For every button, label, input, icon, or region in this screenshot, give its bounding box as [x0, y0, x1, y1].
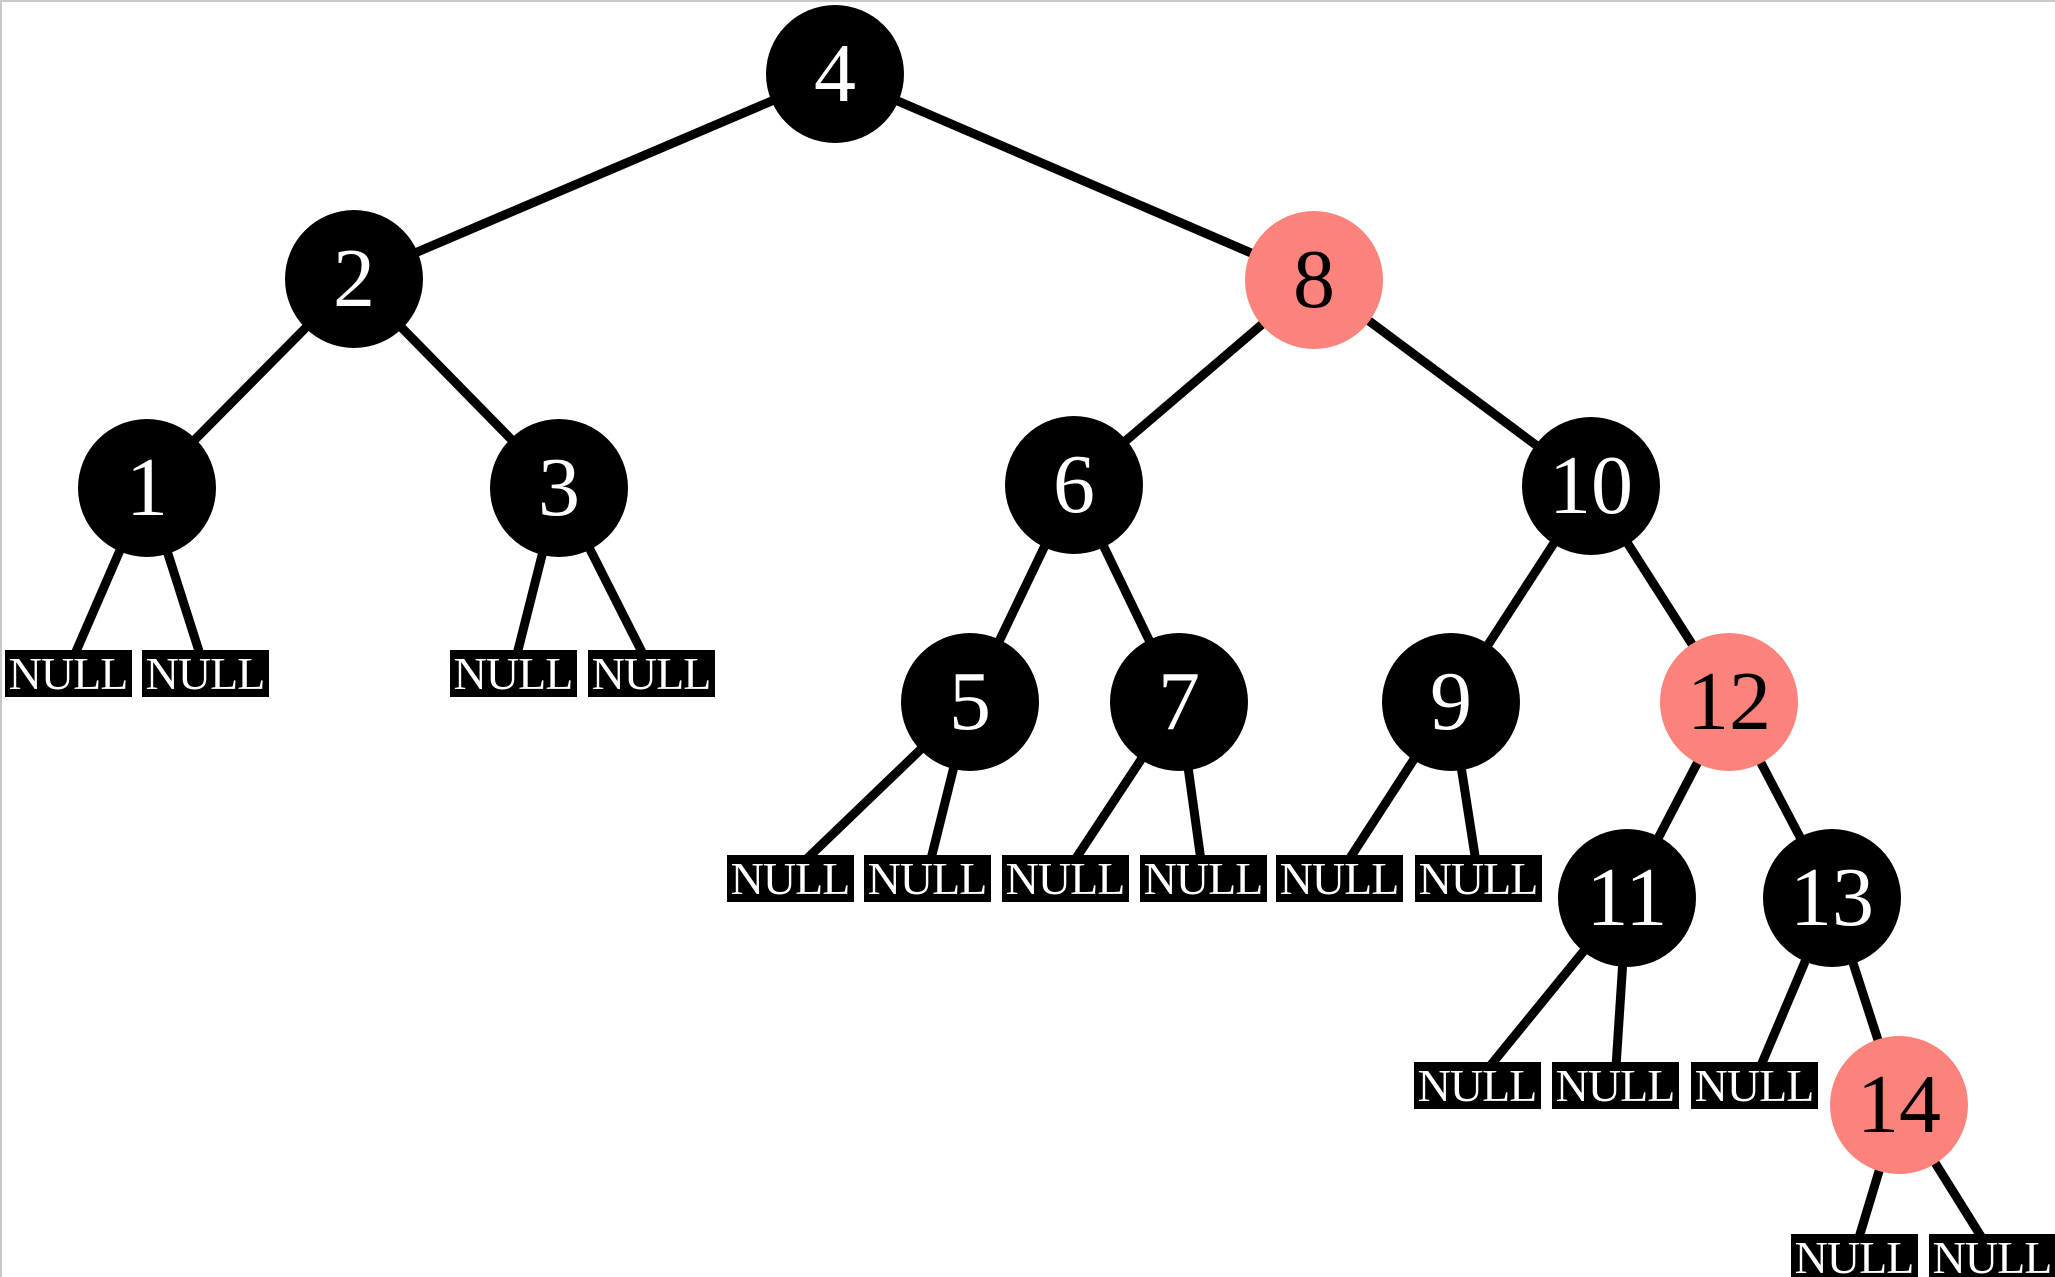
null-leaf-1-1: NULL [141, 650, 269, 697]
tree-node-2: 2 [285, 210, 423, 348]
tree-node-label-4: 4 [814, 27, 856, 120]
null-leaf-5-5: NULL [863, 855, 991, 902]
edge-4-8 [833, 69, 1316, 285]
null-leaf-9-9: NULL [1414, 855, 1542, 902]
tree-node-12: 12 [1660, 633, 1798, 771]
tree-node-1: 1 [78, 419, 216, 557]
tree-node-label-13: 13 [1790, 851, 1874, 944]
tree-node-10: 10 [1522, 417, 1660, 555]
tree-node-3: 3 [490, 419, 628, 557]
tree-node-11: 11 [1558, 829, 1696, 967]
null-leaf-11-11: NULL [1551, 1062, 1679, 1109]
tree-node-label-11: 11 [1586, 851, 1668, 944]
tree-node-label-3: 3 [538, 441, 580, 534]
null-leaf-1-0: NULL [4, 650, 132, 697]
tree-node-7: 7 [1110, 633, 1248, 771]
tree-node-14: 14 [1830, 1036, 1968, 1174]
null-leaf-7-6: NULL [1001, 855, 1129, 902]
null-leaf-14-14: NULL [1928, 1234, 2055, 1277]
tree-node-label-9: 9 [1430, 655, 1472, 748]
tree-node-9: 9 [1382, 633, 1520, 771]
null-leaf-9-8: NULL [1275, 855, 1403, 902]
tree-node-8: 8 [1245, 211, 1383, 349]
tree-node-label-6: 6 [1053, 438, 1095, 531]
null-leaf-14-13: NULL [1790, 1234, 1918, 1277]
null-leaf-3-3: NULL [587, 650, 715, 697]
null-leaf-5-4: NULL [726, 855, 854, 902]
tree-node-label-8: 8 [1293, 233, 1335, 326]
null-leaf-3-2: NULL [449, 650, 577, 697]
tree-node-label-5: 5 [949, 655, 991, 748]
tree-node-label-1: 1 [126, 441, 168, 534]
tree-node-label-7: 7 [1158, 655, 1200, 748]
null-leaf-13-12: NULL [1690, 1062, 1818, 1109]
tree-node-label-2: 2 [333, 232, 375, 325]
tree-node-5: 5 [901, 633, 1039, 771]
tree-node-label-10: 10 [1549, 439, 1633, 532]
tree-node-4: 4 [766, 5, 904, 143]
edge-4-2 [352, 69, 837, 284]
tree-node-13: 13 [1763, 829, 1901, 967]
tree-node-label-12: 12 [1687, 655, 1771, 748]
null-leaf-11-10: NULL [1413, 1062, 1541, 1109]
tree-node-6: 6 [1005, 416, 1143, 554]
tree-node-label-14: 14 [1857, 1058, 1941, 1151]
null-leaf-7-7: NULL [1139, 855, 1267, 902]
